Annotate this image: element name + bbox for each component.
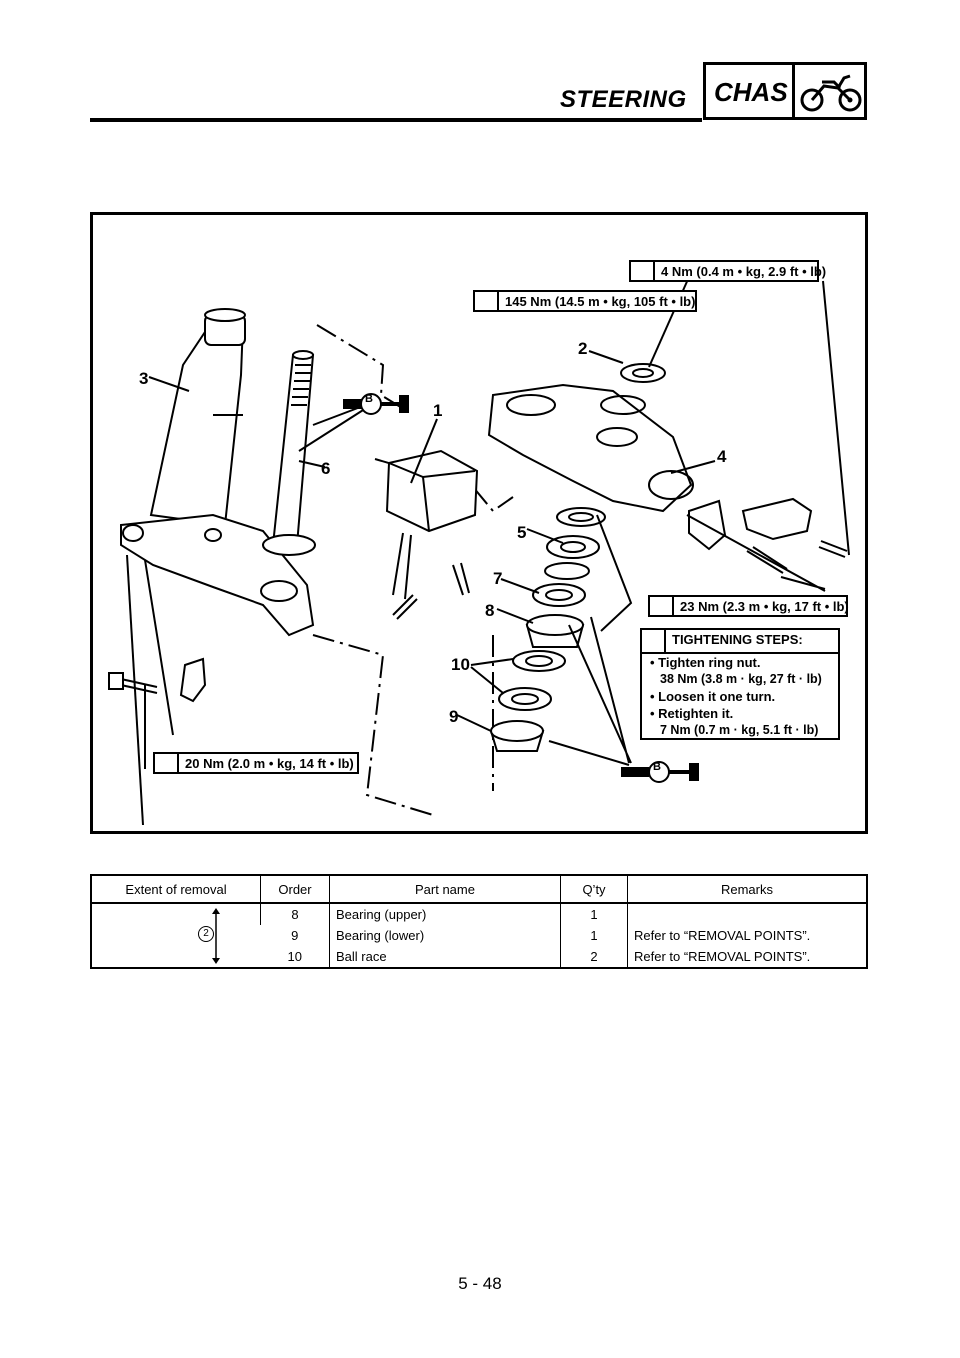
- extent-arrow-icon: [212, 908, 220, 964]
- column-header: Order: [260, 875, 330, 904]
- qty-cell: 1: [560, 925, 628, 946]
- page-number: 5 - 48: [458, 1274, 502, 1293]
- torque-label-4nm: 4 Nm (0.4 m • kg, 2.9 ft • lb): [629, 260, 826, 282]
- part-number-6: 6: [321, 459, 331, 478]
- table-row: 9 Bearing (lower) 1 Refer to “REMOVAL PO…: [91, 925, 867, 946]
- tightening-step-value: 38 Nm (3.8 m · kg, 27 ft · lb): [660, 672, 822, 686]
- torque-wrench-icon: [475, 292, 499, 310]
- grease-mark-bottom: [621, 761, 699, 783]
- torque-label-23nm: 23 Nm (2.3 m • kg, 17 ft • lb): [648, 595, 849, 617]
- tightening-step: • Loosen it one turn.: [650, 689, 776, 704]
- torque-label-20nm: 20 Nm (2.0 m • kg, 14 ft • lb): [153, 752, 359, 774]
- part-number-8: 8: [485, 601, 495, 620]
- chapter-badge: CHAS: [703, 62, 867, 120]
- extent-cell: 2: [91, 903, 261, 968]
- tightening-step: • Tighten ring nut.: [650, 655, 761, 670]
- grease-mark-top: [343, 393, 409, 415]
- header-rule: [90, 118, 702, 122]
- tightening-step-value: 7 Nm (0.7 m · kg, 5.1 ft · lb): [660, 723, 819, 737]
- part-number-5: 5: [517, 523, 527, 542]
- torque-label-145nm: 145 Nm (14.5 m • kg, 105 ft • lb): [473, 290, 697, 312]
- torque-wrench-icon: [650, 597, 674, 615]
- remarks-cell: [627, 903, 867, 925]
- table-row: 2 8 Bearing (upper) 1: [91, 903, 867, 964]
- grease-mark-letter: B: [365, 393, 373, 405]
- torque-wrench-icon: [642, 630, 666, 652]
- torque-wrench-icon: [631, 262, 655, 280]
- column-header: Q’ty: [560, 875, 628, 904]
- part-number-9: 9: [449, 707, 459, 726]
- part-number-7: 7: [493, 569, 503, 588]
- tightening-steps-header: TIGHTENING STEPS:: [642, 630, 838, 654]
- order-cell: 9: [291, 928, 299, 943]
- part-name-cell: Bearing (upper): [329, 903, 561, 925]
- chapter-code: CHAS: [714, 77, 788, 107]
- qty-cell: 2: [560, 946, 628, 968]
- extent-marker: 2: [198, 926, 214, 942]
- steering-parts-illustration: [108, 276, 850, 826]
- column-header: Part name: [329, 875, 561, 904]
- section-title: STEERING: [560, 86, 687, 113]
- tightening-step: • Retighten it.: [650, 706, 734, 721]
- column-header: Extent of removal: [91, 875, 261, 904]
- motorcycle-icon: [800, 74, 862, 112]
- exploded-diagram: B B 1 2 3 4 5 6 7 8 9 10 4 Nm (0.4 m • k…: [90, 212, 868, 834]
- order-cell: 10: [287, 949, 302, 964]
- part-number-4: 4: [717, 447, 727, 466]
- part-number-1: 1: [433, 401, 443, 420]
- remarks-cell: Refer to “REMOVAL POINTS”.: [627, 925, 867, 946]
- remarks-cell: Refer to “REMOVAL POINTS”.: [627, 946, 867, 968]
- part-number-10: 10: [451, 655, 470, 674]
- column-header: Remarks: [627, 875, 867, 904]
- qty-cell: 1: [560, 903, 628, 925]
- grease-mark-letter: B: [653, 761, 661, 773]
- part-name-cell: Bearing (lower): [329, 925, 561, 946]
- part-number-3: 3: [139, 369, 149, 388]
- table-row: 10 Ball race 2 Refer to “REMOVAL POINTS”…: [91, 946, 867, 968]
- tightening-steps-box: TIGHTENING STEPS: • Tighten ring nut. 38…: [640, 628, 840, 740]
- order-cell: 8: [260, 903, 330, 925]
- table-header-row: Extent of removal Order Part name Q’ty R…: [91, 875, 867, 904]
- chapter-badge-divider: [792, 65, 795, 117]
- torque-wrench-icon: [155, 754, 179, 772]
- part-number-2: 2: [578, 339, 588, 358]
- removal-table: Extent of removal Order Part name Q’ty R…: [90, 874, 868, 969]
- part-name-cell: Ball race: [329, 946, 561, 968]
